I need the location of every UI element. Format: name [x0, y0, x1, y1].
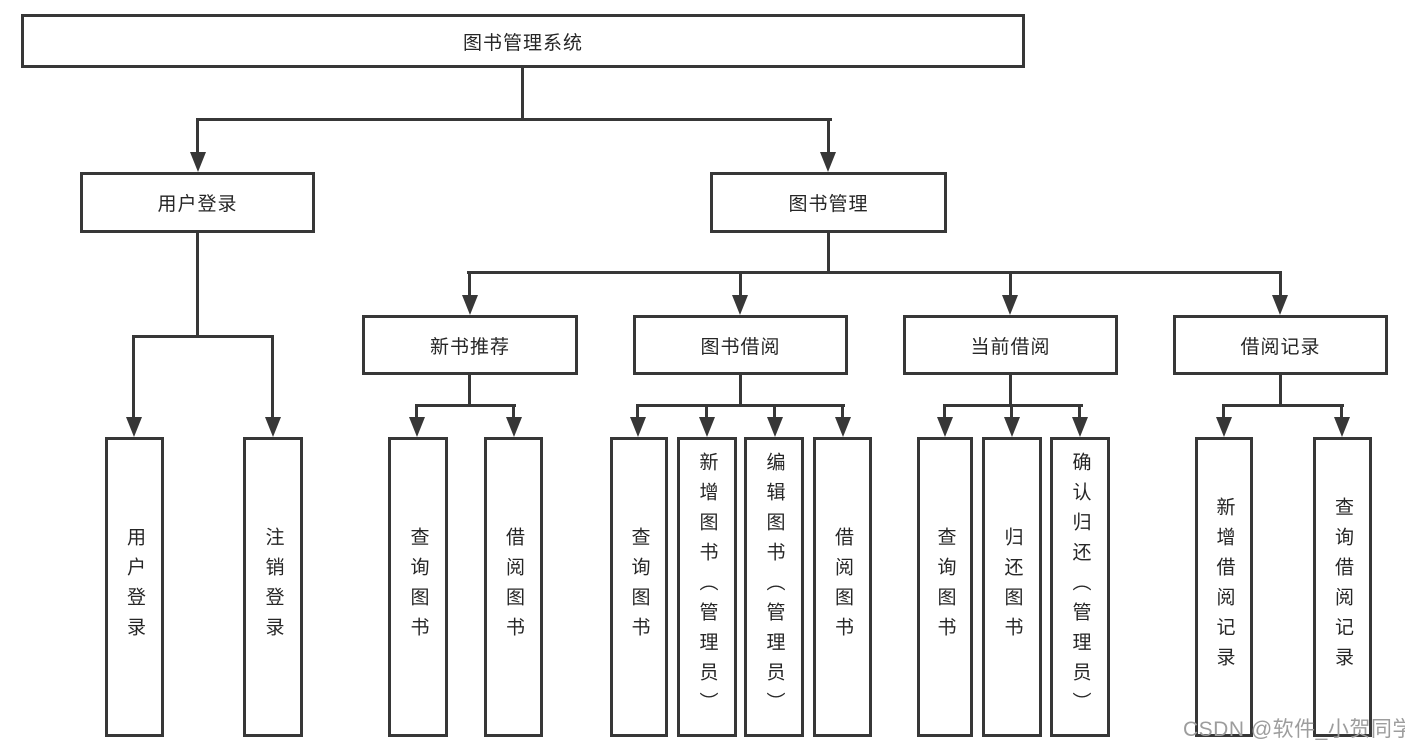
node-book-management-branch: 图书管理: [710, 172, 947, 233]
arrowhead-cb-query: [937, 417, 953, 437]
edge-drop-book-mgmt: [827, 118, 830, 154]
leaf-query-borrow-record: 查询借阅记录: [1313, 437, 1372, 737]
arrowhead-rec-add: [1216, 417, 1232, 437]
edge-drop-rec-add: [1222, 404, 1225, 417]
node-root-system: 图书管理系统: [21, 14, 1025, 68]
edge-drop-borrow: [739, 271, 742, 297]
edge-bookborrow-stem: [739, 375, 742, 406]
arrowhead-bb-add: [699, 417, 715, 437]
leaf-add-books-admin: 新增图书（管理员）: [677, 437, 737, 737]
leaf-return-books: 归还图书: [982, 437, 1042, 737]
csdn-watermark: CSDN @软件_小贺同学: [1183, 718, 1405, 741]
leaf-edit-books-admin: 编辑图书（管理员）: [744, 437, 804, 737]
edge-drop-cb-return: [1010, 404, 1013, 417]
edge-userlogin-stem: [196, 233, 199, 335]
edge-drop-nb-query: [415, 404, 418, 417]
arrowhead-rec-query: [1334, 417, 1350, 437]
arrowhead-cb-return: [1004, 417, 1020, 437]
arrowhead-borrow: [732, 295, 748, 315]
arrowhead-nb-borrow: [506, 417, 522, 437]
edge-drop-leaf-logout: [271, 335, 274, 417]
arrowhead-book-mgmt: [820, 152, 836, 172]
arrowhead-records: [1272, 295, 1288, 315]
edge-record-stem: [1279, 375, 1282, 406]
leaf-add-borrow-record: 新增借阅记录: [1195, 437, 1253, 737]
leaf-query-books-current: 查询图书: [917, 437, 973, 737]
arrowhead-newbook: [462, 295, 478, 315]
edge-drop-newbook: [468, 271, 471, 297]
arrowhead-user-login: [190, 152, 206, 172]
edge-drop-user-login: [196, 118, 199, 154]
edge-drop-bb-edit: [773, 404, 776, 417]
edge-bookmgmt-bus: [467, 271, 1282, 274]
arrowhead-cb-confirm: [1072, 417, 1088, 437]
leaf-query-books-recommend: 查询图书: [388, 437, 448, 737]
edge-root-bus: [196, 118, 832, 121]
edge-drop-nb-borrow: [512, 404, 515, 417]
arrowhead-current: [1002, 295, 1018, 315]
edge-bookmgmt-stem: [827, 233, 830, 274]
edge-root-stem: [521, 68, 524, 118]
edge-currentborrow-stem: [1009, 375, 1012, 406]
edge-drop-rec-query: [1340, 404, 1343, 417]
edge-currentborrow-bus: [943, 404, 1083, 407]
arrowhead-bb-edit: [767, 417, 783, 437]
edge-drop-cb-confirm: [1078, 404, 1081, 417]
node-book-borrow: 图书借阅: [633, 315, 848, 375]
edge-bookborrow-bus: [636, 404, 845, 407]
leaf-borrow-books-recommend: 借阅图书: [484, 437, 543, 737]
arrowhead-nb-query: [409, 417, 425, 437]
arrowhead-bb-query: [630, 417, 646, 437]
edge-userlogin-bus: [132, 335, 274, 338]
leaf-borrow-books: 借阅图书: [813, 437, 872, 737]
arrowhead-leaf-login: [126, 417, 142, 437]
leaf-logout: 注销登录: [243, 437, 303, 737]
edge-drop-records: [1279, 271, 1282, 297]
node-user-login-branch: 用户登录: [80, 172, 315, 233]
node-current-borrow: 当前借阅: [903, 315, 1118, 375]
edge-drop-bb-borrow: [841, 404, 844, 417]
edge-record-bus: [1222, 404, 1344, 407]
edge-newbook-stem: [468, 375, 471, 406]
arrowhead-bb-borrow: [835, 417, 851, 437]
arrowhead-leaf-logout: [265, 417, 281, 437]
edge-drop-current: [1009, 271, 1012, 297]
node-new-book-recommend: 新书推荐: [362, 315, 578, 375]
node-borrow-records: 借阅记录: [1173, 315, 1388, 375]
edge-drop-bb-add: [705, 404, 708, 417]
edge-drop-leaf-login: [132, 335, 135, 417]
leaf-user-login: 用户登录: [105, 437, 164, 737]
edge-drop-cb-query: [943, 404, 946, 417]
leaf-query-books-borrow: 查询图书: [610, 437, 668, 737]
edge-newbook-bus: [415, 404, 516, 407]
leaf-confirm-return-admin: 确认归还（管理员）: [1050, 437, 1110, 737]
edge-drop-bb-query: [636, 404, 639, 417]
